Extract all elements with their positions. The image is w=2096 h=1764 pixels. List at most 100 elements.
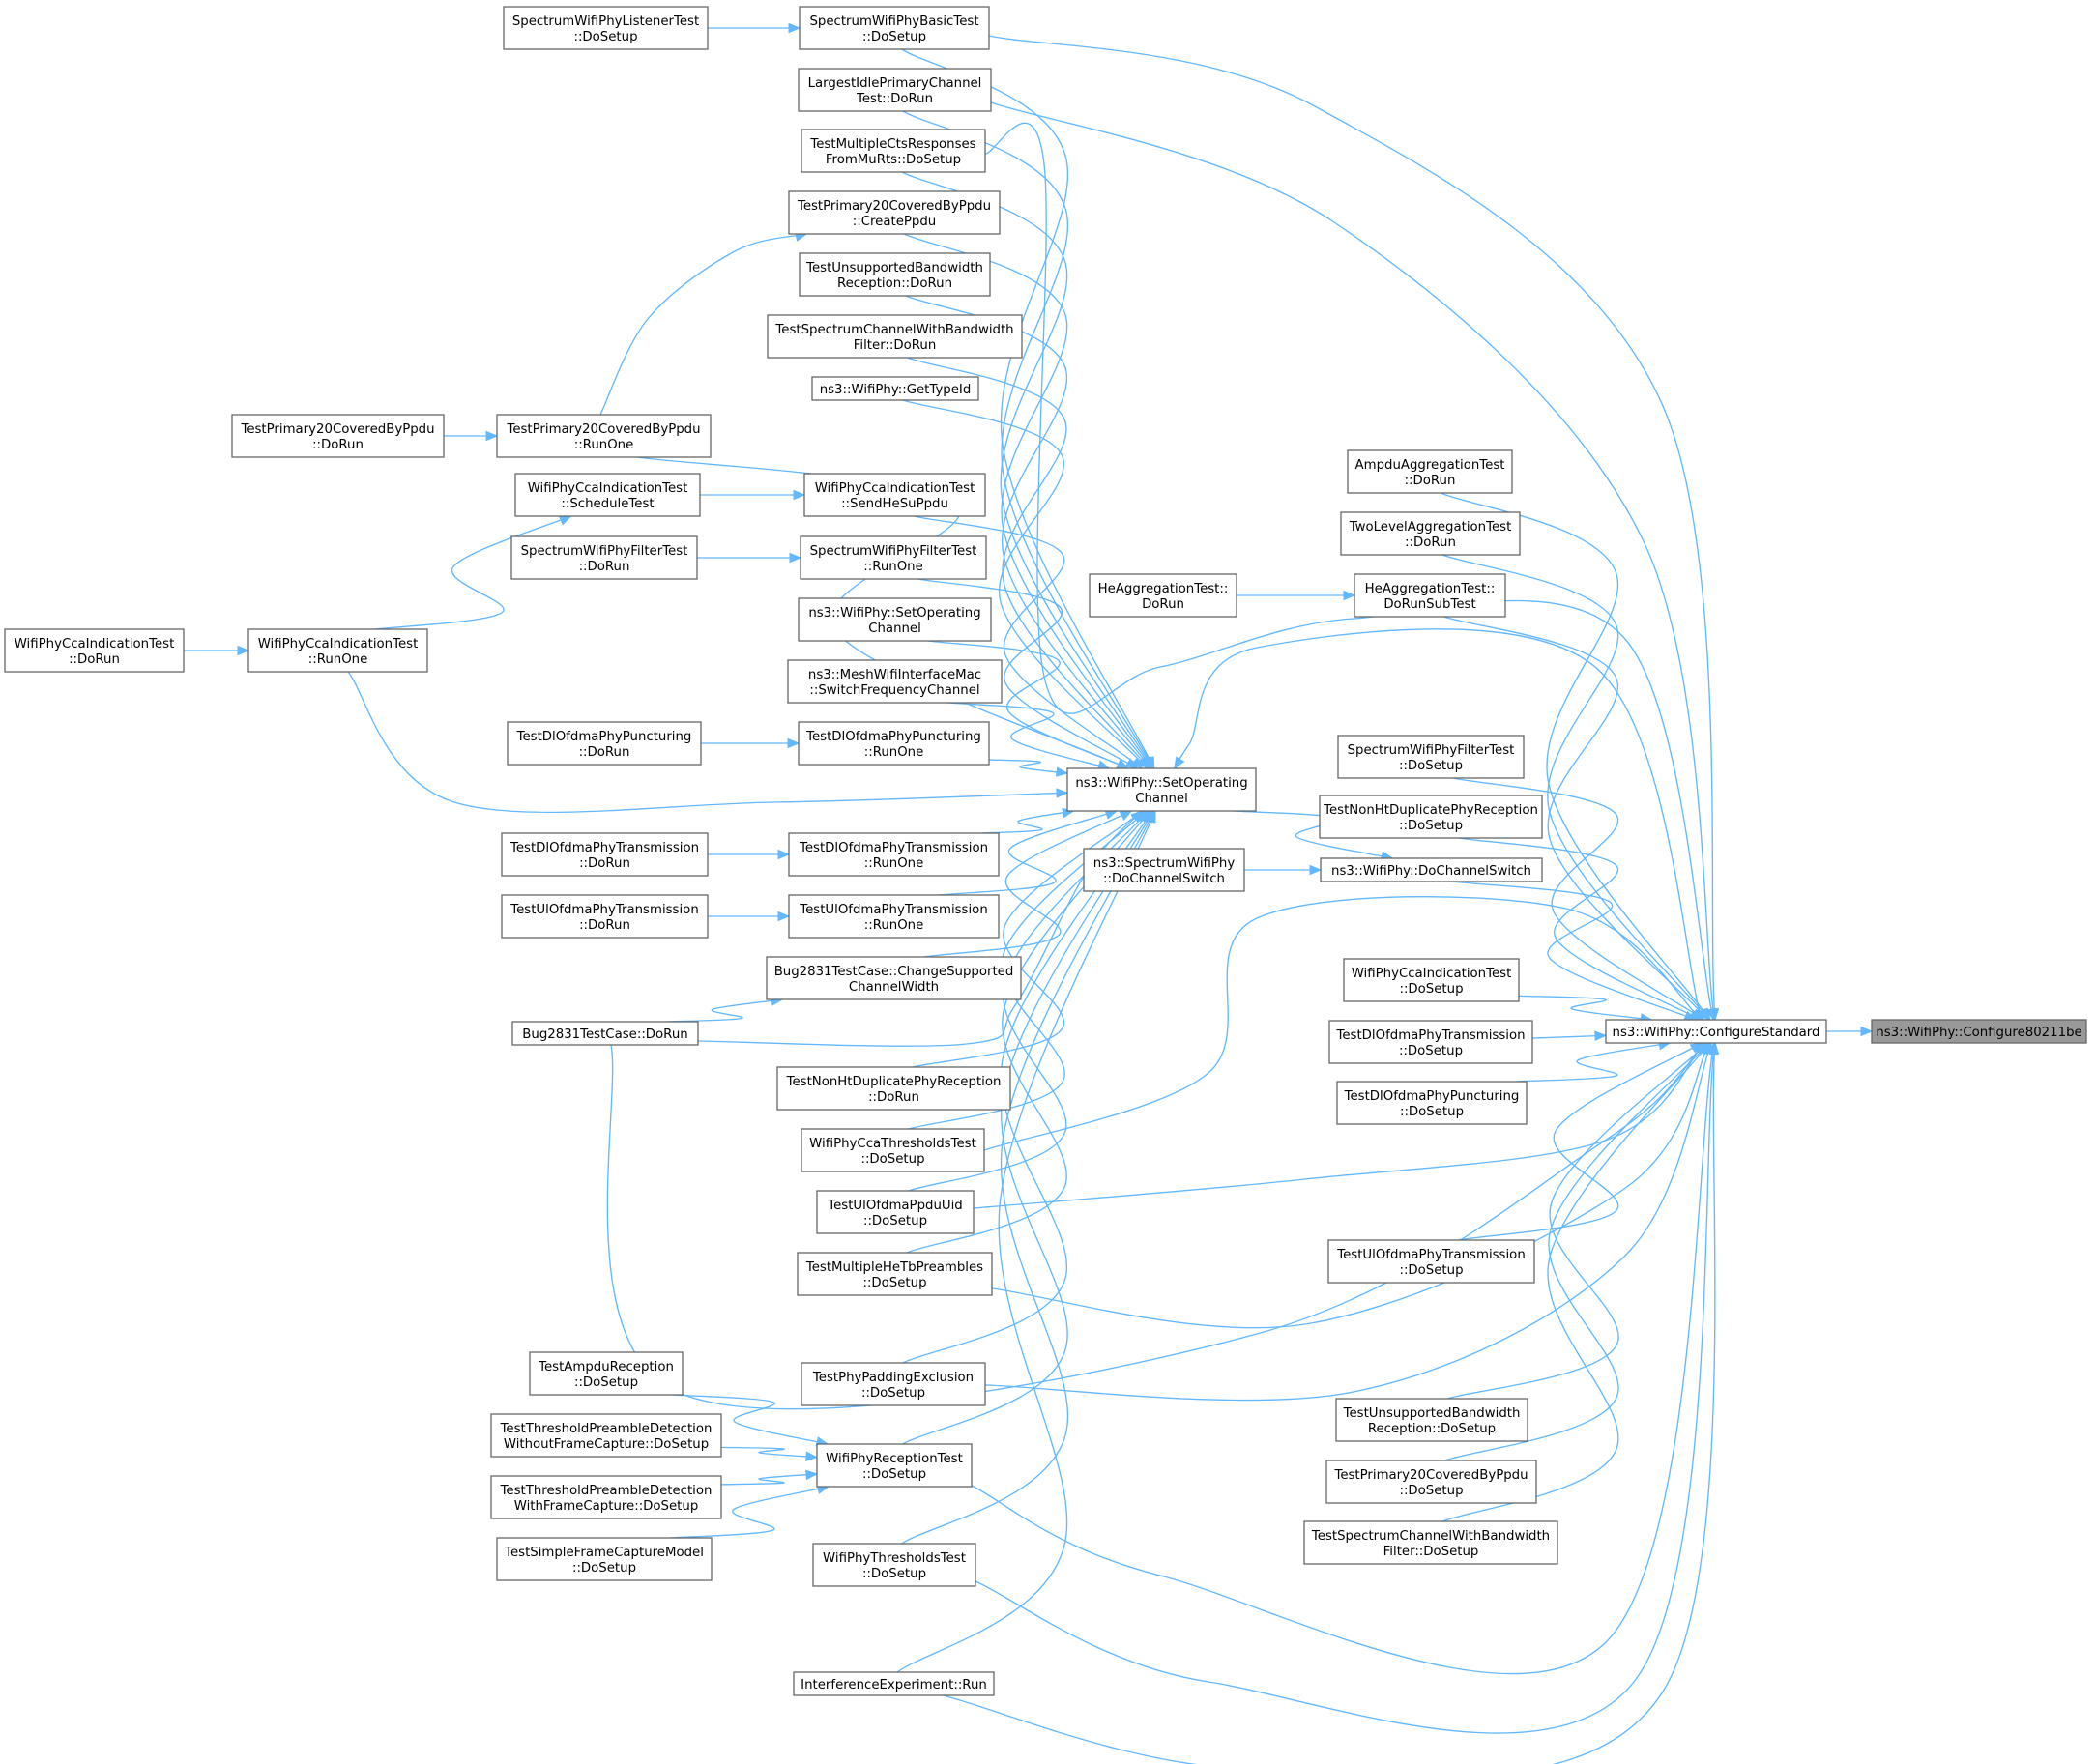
node-rxTestSetup[interactable]: WifiPhyReceptionTest::DoSetup — [816, 1443, 973, 1488]
node-unsupBwSetup[interactable]: TestUnsupportedBandwidthReception::DoSet… — [1335, 1398, 1528, 1442]
node-dlTxDoRun[interactable]: TestDlOfdmaPhyTransmission::DoRun — [501, 832, 709, 877]
node-thrPreNoCap[interactable]: TestThresholdPreambleDetectionWithoutFra… — [490, 1413, 722, 1458]
node-box — [496, 414, 712, 458]
node-ccaSchedule[interactable]: WifiPhyCcaIndicationTest::ScheduleTest — [514, 473, 701, 517]
node-thrTestSetup[interactable]: WifiPhyThresholdsTest::DoSetup — [812, 1543, 976, 1587]
node-nonHtSetup[interactable]: TestNonHtDuplicatePhyReception::DoSetup — [1319, 795, 1543, 839]
edge-line — [1444, 1042, 1709, 1461]
node-getTypeId[interactable]: ns3::WifiPhy::GetTypeId — [811, 376, 979, 401]
node-bugChange[interactable]: Bug2831TestCase::ChangeSupportedChannelW… — [766, 956, 1022, 1000]
node-ulPpduUid[interactable]: TestUlOfdmaPpduUid::DoSetup — [816, 1190, 975, 1234]
edge-ulTxSetupR-to-configStd — [1457, 1042, 1703, 1241]
node-label-line: ::DoSetup — [1399, 1484, 1463, 1498]
arrowhead-icon — [1130, 757, 1144, 769]
edge-line — [606, 1042, 1705, 1410]
node-dlPuncDoRun[interactable]: TestDlOfdmaPhyPuncturing::DoRun — [507, 721, 702, 766]
node-multiHeTb[interactable]: TestMultipleHeTbPreambles::DoSetup — [797, 1252, 993, 1296]
node-ampduRx[interactable]: TestAmpduReception::DoSetup — [529, 1351, 684, 1396]
node-padExcl[interactable]: TestPhyPaddingExclusion::DoSetup — [801, 1362, 986, 1406]
node-box — [788, 894, 1000, 939]
node-ccaSetup[interactable]: WifiPhyCcaIndicationTest::DoSetup — [1343, 958, 1520, 1002]
edge-line — [665, 998, 783, 1023]
arrowhead-icon — [1708, 1041, 1720, 1055]
node-box — [1328, 1020, 1533, 1064]
node-nonHtRun[interactable]: TestNonHtDuplicatePhyReception::DoRun — [776, 1066, 1011, 1111]
node-simpleCap[interactable]: TestSimpleFrameCaptureModel::DoSetup — [496, 1537, 713, 1581]
node-dlTxSetupR[interactable]: TestDlOfdmaPhyTransmission::DoSetup — [1328, 1020, 1533, 1064]
node-p20DoRun[interactable]: TestPrimary20CoveredByPpdu::DoRun — [231, 414, 445, 458]
node-specChBwSetup[interactable]: TestSpectrumChannelWithBandwidthFilter::… — [1303, 1520, 1558, 1565]
node-label-line: ns3::WifiPhy::DoChannelSwitch — [1331, 864, 1531, 879]
node-label-line: WifiPhyCcaThresholdsTest — [809, 1137, 976, 1151]
node-specBasicSetup[interactable]: SpectrumWifiPhyBasicTest::DoSetup — [799, 6, 990, 50]
node-thrPreCap[interactable]: TestThresholdPreambleDetectionWithFrameC… — [490, 1475, 722, 1519]
node-box — [803, 473, 986, 517]
node-box — [811, 376, 979, 401]
node-label-line: Channel — [868, 622, 921, 636]
node-specFiltSetup[interactable]: SpectrumWifiPhyFilterTest::DoSetup — [1337, 735, 1525, 779]
node-box — [1871, 1019, 2087, 1044]
node-bugDoRun[interactable]: Bug2831TestCase::DoRun — [511, 1021, 699, 1046]
node-configStd[interactable]: ns3::WifiPhy::ConfigureStandard — [1605, 1019, 1827, 1044]
node-ulTxDoRun[interactable]: TestUlOfdmaPhyTransmission::DoRun — [501, 894, 709, 939]
edge-ccaThrSetup-to-configStd — [983, 896, 1703, 1151]
node-box — [776, 1066, 1011, 1111]
node-specListener[interactable]: SpectrumWifiPhyListenerTest::DoSetup — [503, 6, 709, 50]
node-specChBwRun[interactable]: TestSpectrumChannelWithBandwidthFilter::… — [767, 314, 1023, 359]
arrowhead-icon — [805, 1451, 819, 1462]
arrowhead-icon — [1309, 864, 1323, 876]
node-p20Create[interactable]: TestPrimary20CoveredByPpdu::CreatePpdu — [788, 190, 1001, 235]
node-box — [490, 1413, 722, 1458]
node-ccaThrSetup[interactable]: WifiPhyCcaThresholdsTest::DoSetup — [801, 1128, 985, 1172]
node-ccaRunOne[interactable]: WifiPhyCcaIndicationTest::RunOne — [247, 628, 428, 673]
node-box — [793, 1671, 995, 1696]
arrowhead-icon — [1116, 759, 1130, 769]
node-interfRun[interactable]: InterferenceExperiment::Run — [793, 1671, 995, 1696]
node-p20RunOne[interactable]: TestPrimary20CoveredByPpdu::RunOne — [496, 414, 712, 458]
node-label-line: TestPhyPaddingExclusion — [812, 1371, 974, 1385]
node-label-line: WithoutFrameCapture::DoSetup — [504, 1437, 709, 1452]
node-target[interactable]: ns3::WifiPhy::Configure80211be — [1871, 1019, 2087, 1044]
node-meshSwitch[interactable]: ns3::MeshWifiInterfaceMac::SwitchFrequen… — [787, 659, 1003, 704]
node-dlPuncSetupR[interactable]: TestDlOfdmaPhyPuncturing::DoSetup — [1336, 1081, 1528, 1125]
node-ampduAgg[interactable]: AmpduAggregationTest::DoRun — [1347, 449, 1513, 494]
edge-line — [902, 810, 1153, 1364]
edge-dlTxSetupR-to-configStd — [1531, 1030, 1608, 1041]
node-p20Setup[interactable]: TestPrimary20CoveredByPpdu::DoSetup — [1325, 1460, 1537, 1504]
node-label-line: TestPrimary20CoveredByPpdu — [1333, 1468, 1528, 1483]
node-box — [490, 1475, 722, 1519]
node-label-line: ::DoSetup — [862, 1567, 926, 1581]
node-twoLevel[interactable]: TwoLevelAggregationTest::DoRun — [1340, 511, 1521, 556]
node-specFiltDoRun[interactable]: SpectrumWifiPhyFilterTest::DoRun — [510, 535, 698, 580]
node-label-line: InterferenceExperiment::Run — [801, 1678, 987, 1692]
node-heAggSub[interactable]: HeAggregationTest::DoRunSubTest — [1354, 573, 1506, 618]
arrowhead-icon — [788, 22, 801, 34]
node-ulTxRunOne[interactable]: TestUlOfdmaPhyTransmission::RunOne — [788, 894, 1000, 939]
node-specDoChSwitch[interactable]: ns3::SpectrumWifiPhy::DoChannelSwitch — [1083, 848, 1245, 892]
edge-line — [914, 515, 1144, 769]
edge-line — [1233, 810, 1393, 859]
edge-line — [1452, 777, 1704, 1021]
node-box — [801, 1128, 985, 1172]
node-multiCts[interactable]: TestMultipleCtsResponsesFromMuRts::DoSet… — [801, 129, 986, 173]
node-label-line: Reception::DoRun — [837, 276, 952, 291]
node-specFiltRunOne[interactable]: SpectrumWifiPhyFilterTest::RunOne — [800, 535, 987, 580]
node-ulTxSetupR[interactable]: TestUlOfdmaPhyTransmission::DoSetup — [1327, 1239, 1535, 1284]
node-dlTxRunOne[interactable]: TestDlOfdmaPhyTransmission::RunOne — [788, 832, 1000, 877]
node-dlPuncRunOne[interactable]: TestDlOfdmaPhyPuncturing::RunOne — [798, 721, 990, 766]
node-doChSwitch[interactable]: ns3::WifiPhy::DoChannelSwitch — [1320, 857, 1543, 882]
edge-line — [347, 671, 1068, 814]
node-label-line: ::DoSetup — [1399, 1044, 1463, 1058]
node-ccaDoRun[interactable]: WifiPhyCcaIndicationTest::DoRun — [4, 628, 185, 673]
node-heAggRun[interactable]: HeAggregationTest::DoRun — [1089, 573, 1237, 618]
arrowhead-icon — [1174, 756, 1185, 770]
node-box — [1320, 857, 1543, 882]
node-label-line: TwoLevelAggregationTest — [1349, 520, 1512, 535]
node-label-line: WifiPhyThresholdsTest — [823, 1551, 966, 1566]
node-box — [797, 1252, 993, 1296]
node-ccaSendHeSu[interactable]: WifiPhyCcaIndicationTest::SendHeSuPpdu — [803, 473, 986, 517]
